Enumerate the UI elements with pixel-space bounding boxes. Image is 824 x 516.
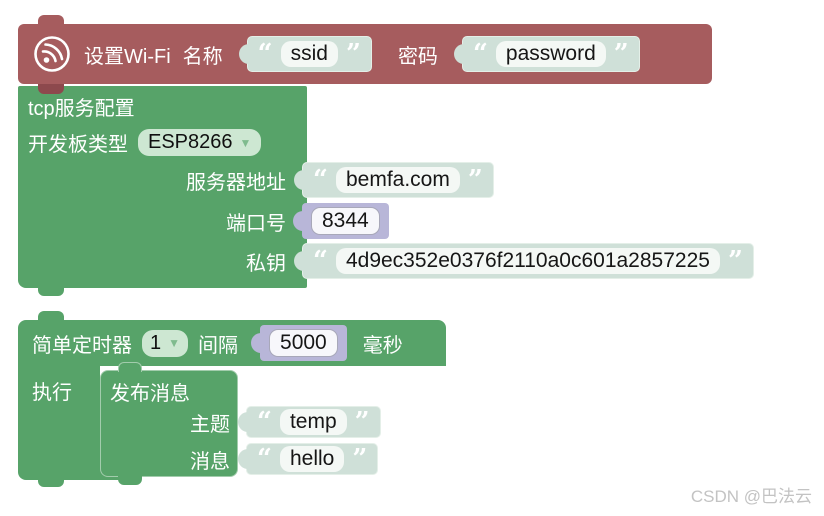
timer-id-dropdown[interactable]: 1 ▼ xyxy=(142,329,189,357)
message-field[interactable]: hello xyxy=(279,446,345,472)
close-quote: ” xyxy=(352,443,368,474)
do-label: 执行 xyxy=(32,382,72,404)
server-address-label: 服务器地址 xyxy=(186,171,286,194)
timer-label: 简单定时器 xyxy=(32,334,132,357)
private-key-row: 私钥 “ 4d9ec352e0376f2110a0c601a2857225 ” xyxy=(0,243,754,279)
value-connector xyxy=(294,251,305,271)
tcp-config-title: tcp服务配置 xyxy=(28,98,135,120)
message-row: 消息 “ hello ” xyxy=(100,443,379,475)
chevron-down-icon: ▼ xyxy=(239,135,252,150)
open-quote: “ xyxy=(313,164,328,195)
board-type-value: ESP8266 xyxy=(148,131,233,153)
close-quote: ” xyxy=(727,245,743,276)
wifi-block-top-connector xyxy=(38,15,64,25)
topic-label: 主题 xyxy=(190,413,230,436)
value-connector xyxy=(453,44,465,64)
tcp-block-bottom-connector xyxy=(38,286,64,296)
open-quote: “ xyxy=(257,406,272,437)
server-address-row: 服务器地址 “ bemfa.com ” xyxy=(0,162,494,198)
open-quote: “ xyxy=(472,38,488,69)
topic-field[interactable]: temp xyxy=(279,409,347,435)
message-value-block[interactable]: “ hello ” xyxy=(238,443,379,475)
ssid-value-block[interactable]: “ ssid ” xyxy=(238,36,372,72)
timer-block[interactable]: 简单定时器 1 ▼ 间隔 5000 毫秒 xyxy=(18,320,446,366)
private-key-value-block[interactable]: “ 4d9ec352e0376f2110a0c601a2857225 ” xyxy=(294,243,754,279)
close-quote: ” xyxy=(467,164,483,195)
open-quote: “ xyxy=(313,245,328,276)
timer-id-value: 1 xyxy=(150,331,162,354)
private-key-field[interactable]: 4d9ec352e0376f2110a0c601a2857225 xyxy=(335,248,720,274)
port-row: 端口号 8344 xyxy=(0,203,389,239)
server-address-field[interactable]: bemfa.com xyxy=(335,167,460,193)
close-quote: ” xyxy=(613,38,629,69)
value-connector xyxy=(238,412,249,432)
private-key-label: 私钥 xyxy=(246,252,286,275)
publish-block-top-connector xyxy=(118,362,142,372)
csdn-watermark: CSDN @巴法云 xyxy=(690,487,812,506)
interval-value-block[interactable]: 5000 xyxy=(251,325,347,361)
timer-block-statement-arm xyxy=(18,366,100,458)
password-field[interactable]: password xyxy=(495,41,606,67)
open-quote: “ xyxy=(257,38,273,69)
esp-wifi-icon xyxy=(32,34,72,74)
topic-value-block[interactable]: “ temp ” xyxy=(238,406,381,438)
publish-block-bottom-connector xyxy=(118,475,142,485)
password-value-block[interactable]: “ password ” xyxy=(453,36,640,72)
value-connector xyxy=(238,449,249,469)
close-quote: ” xyxy=(354,406,370,437)
wifi-name-label: 名称 xyxy=(182,45,223,68)
tcp-config-block[interactable] xyxy=(18,86,307,288)
server-address-value-block[interactable]: “ bemfa.com ” xyxy=(294,162,494,198)
wifi-set-label: 设置Wi-Fi xyxy=(84,45,171,68)
open-quote: “ xyxy=(257,443,272,474)
publish-message-block[interactable] xyxy=(100,370,238,477)
message-label: 消息 xyxy=(190,450,230,473)
wifi-password-label: 密码 xyxy=(397,45,438,68)
publish-message-title: 发布消息 xyxy=(110,383,190,405)
wifi-setup-block[interactable]: 设置Wi-Fi 名称 “ ssid ” 密码 “ password ” xyxy=(18,24,712,84)
port-value-block[interactable]: 8344 xyxy=(293,203,389,239)
value-connector xyxy=(251,333,263,353)
board-type-dropdown[interactable]: ESP8266 ▼ xyxy=(138,129,262,156)
chevron-down-icon: ▼ xyxy=(168,336,181,350)
value-connector xyxy=(238,44,250,64)
timer-block-top-connector xyxy=(38,311,64,321)
interval-label: 间隔 xyxy=(198,334,239,357)
interval-field[interactable]: 5000 xyxy=(269,329,338,357)
topic-row: 主题 “ temp ” xyxy=(100,406,381,438)
value-connector xyxy=(294,170,305,190)
port-label: 端口号 xyxy=(226,212,286,235)
port-field[interactable]: 8344 xyxy=(311,207,380,235)
close-quote: ” xyxy=(345,38,361,69)
ssid-field[interactable]: ssid xyxy=(280,41,338,67)
wifi-block-bottom-connector xyxy=(38,84,64,94)
value-connector xyxy=(293,211,304,231)
unit-label: 毫秒 xyxy=(362,334,403,357)
board-type-label: 开发板类型 xyxy=(28,134,128,156)
timer-block-bottom-connector xyxy=(38,477,64,487)
